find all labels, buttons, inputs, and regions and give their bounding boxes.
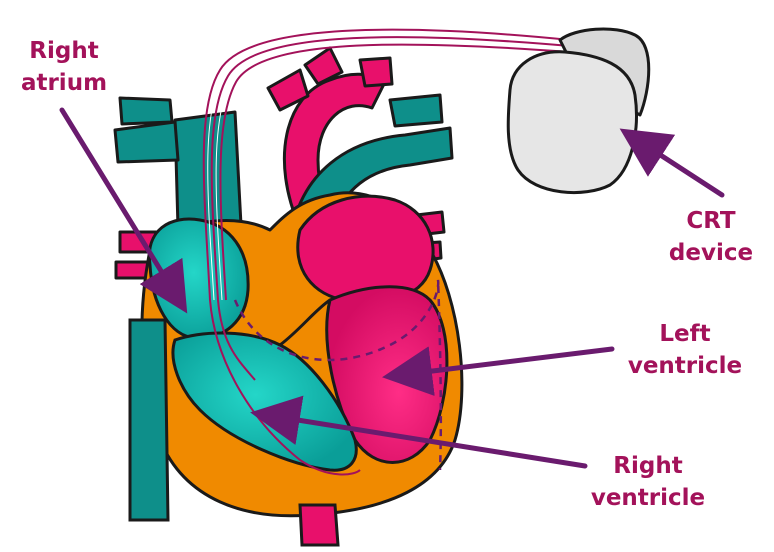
arrow-crt-device	[628, 134, 722, 195]
label-right-ventricle-line1: Right	[573, 450, 723, 482]
label-crt-device-line1: CRT	[655, 205, 767, 237]
label-right-ventricle: Right ventricle	[573, 450, 723, 514]
label-right-ventricle-line2: ventricle	[573, 482, 723, 514]
label-right-atrium-line2: atrium	[10, 67, 118, 99]
label-left-ventricle-line2: ventricle	[610, 350, 760, 382]
label-right-atrium: Right atrium	[10, 35, 118, 99]
label-crt-device-line2: device	[655, 237, 767, 269]
label-right-atrium-line1: Right	[10, 35, 118, 67]
label-crt-device: CRT device	[655, 205, 767, 269]
label-left-ventricle-line1: Left	[610, 318, 760, 350]
label-left-ventricle: Left ventricle	[610, 318, 760, 382]
inferior-vena-cava	[130, 320, 168, 520]
descending-aorta	[300, 505, 338, 545]
left-atrium	[298, 196, 433, 301]
crt-device-graphic	[508, 29, 649, 193]
